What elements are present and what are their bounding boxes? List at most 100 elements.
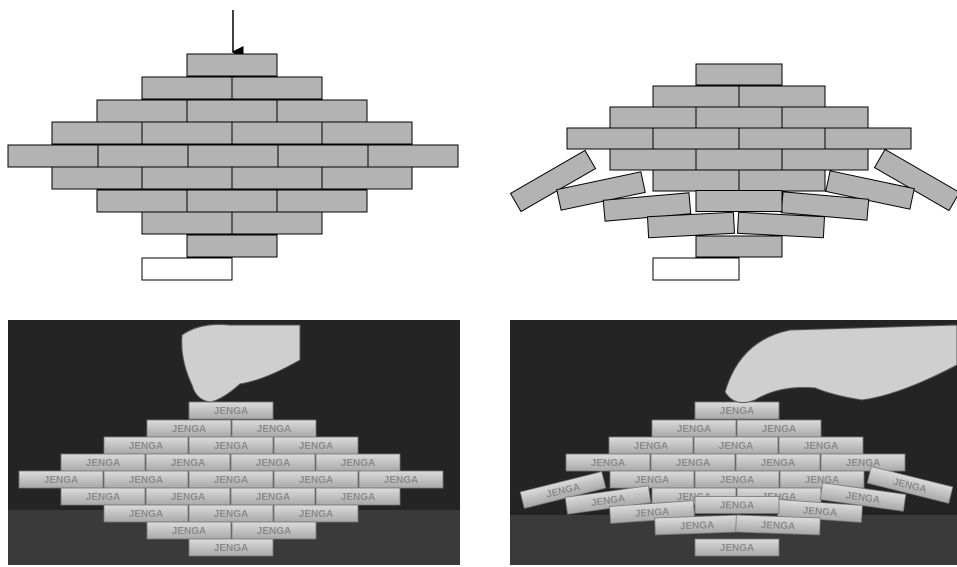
block xyxy=(736,211,826,239)
hand xyxy=(181,324,301,403)
block-label: JENGA xyxy=(762,424,796,435)
block-label: JENGA xyxy=(171,458,205,469)
jenga-block: JENGA xyxy=(694,538,780,557)
block xyxy=(187,144,279,168)
block-label: JENGA xyxy=(214,441,248,452)
block-label: JENGA xyxy=(129,509,163,520)
block-label: JENGA xyxy=(257,424,291,435)
block-label: JENGA xyxy=(129,475,163,486)
jenga-block: JENGA xyxy=(654,514,740,536)
block xyxy=(824,127,912,150)
jenga-block: JENGA xyxy=(230,453,316,472)
block-label: JENGA xyxy=(677,424,711,435)
block-label: JENGA xyxy=(86,458,120,469)
block xyxy=(186,234,278,258)
block xyxy=(51,166,143,190)
block-label: JENGA xyxy=(761,458,795,469)
jenga-block: JENGA xyxy=(230,487,316,506)
jenga-block: JENGA xyxy=(273,504,359,523)
diagram-intact xyxy=(7,10,459,281)
block xyxy=(646,211,736,239)
block-label: JENGA xyxy=(846,458,880,469)
block-label: JENGA xyxy=(804,441,838,452)
jenga-block: JENGA xyxy=(693,436,779,455)
block-label: JENGA xyxy=(299,441,333,452)
block-label: JENGA xyxy=(720,501,754,512)
block-label: JENGA xyxy=(257,526,291,537)
jenga-block: JENGA xyxy=(651,419,737,438)
block xyxy=(738,85,826,108)
jenga-block: JENGA xyxy=(608,436,694,455)
block-label: JENGA xyxy=(172,424,206,435)
jenga-block: JENGA xyxy=(188,470,274,489)
jenga-block: JENGA xyxy=(736,419,822,438)
block-label: JENGA xyxy=(680,520,715,532)
block xyxy=(695,148,783,171)
block xyxy=(566,127,654,150)
block-label: JENGA xyxy=(214,543,248,554)
diagram-collapsed xyxy=(509,63,957,281)
block xyxy=(97,144,189,168)
block xyxy=(141,76,233,100)
removed-block xyxy=(652,257,740,281)
jenga-block: JENGA xyxy=(273,436,359,455)
jenga-block: JENGA xyxy=(145,453,231,472)
jenga-block: JENGA xyxy=(188,504,274,523)
block xyxy=(231,211,323,235)
block xyxy=(321,166,413,190)
block-label: JENGA xyxy=(802,506,837,519)
jenga-block: JENGA xyxy=(146,419,232,438)
jenga-block: JENGA xyxy=(60,487,146,506)
jenga-block: JENGA xyxy=(358,470,444,489)
block xyxy=(652,85,740,108)
block-label: JENGA xyxy=(635,475,669,486)
jenga-block: JENGA xyxy=(188,401,274,420)
block-label: JENGA xyxy=(761,520,796,532)
block xyxy=(276,99,368,123)
jenga-block: JENGA xyxy=(694,401,780,420)
jenga-block: JENGA xyxy=(18,470,104,489)
jenga-block: JENGA xyxy=(735,514,821,536)
jenga-block: JENGA xyxy=(694,470,780,489)
block xyxy=(695,235,783,258)
block-label: JENGA xyxy=(172,526,206,537)
block xyxy=(96,189,188,213)
removed-block xyxy=(141,257,233,281)
jenga-block: JENGA xyxy=(103,504,189,523)
hand xyxy=(724,324,957,404)
jenga-block: JENGA xyxy=(866,466,954,504)
jenga-block: JENGA xyxy=(694,496,780,514)
jenga-block: JENGA xyxy=(315,487,401,506)
block xyxy=(231,166,323,190)
block xyxy=(738,127,826,150)
block xyxy=(781,148,869,171)
jenga-block: JENGA xyxy=(777,499,863,523)
block xyxy=(652,169,740,192)
block-label: JENGA xyxy=(384,475,418,486)
jenga-block: JENGA xyxy=(650,453,736,472)
jenga-block: JENGA xyxy=(188,436,274,455)
block-label: JENGA xyxy=(720,406,754,417)
jenga-block: JENGA xyxy=(273,470,359,489)
block xyxy=(321,121,413,145)
block-label: JENGA xyxy=(256,458,290,469)
jenga-block: JENGA xyxy=(60,453,146,472)
block xyxy=(96,99,188,123)
block-label: JENGA xyxy=(214,406,248,417)
block xyxy=(186,99,278,123)
block-label: JENGA xyxy=(590,493,626,509)
block-label: JENGA xyxy=(677,492,711,503)
jenga-block: JENGA xyxy=(145,487,231,506)
jenga-block: JENGA xyxy=(231,521,317,540)
block xyxy=(231,121,323,145)
block-label: JENGA xyxy=(256,492,290,503)
block xyxy=(7,144,99,168)
block xyxy=(277,144,369,168)
jenga-block: JENGA xyxy=(146,521,232,540)
block-label: JENGA xyxy=(171,492,205,503)
block-label: JENGA xyxy=(635,507,670,520)
